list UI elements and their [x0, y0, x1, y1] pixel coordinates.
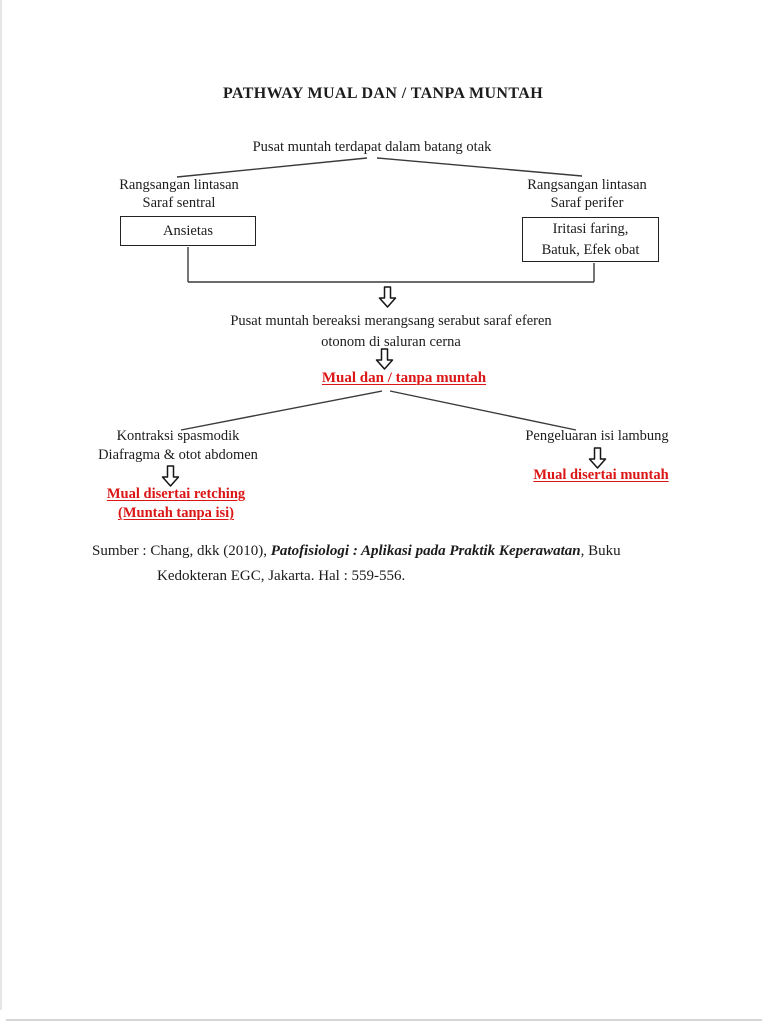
left-result-line2: Diafragma & otot abdomen: [98, 447, 258, 463]
source-citation-line1: Sumber : Chang, dkk (2010), Patofisiolog…: [92, 543, 621, 560]
down-arrow-icon: [161, 465, 180, 487]
left-pathway-line2: Saraf sentral: [142, 195, 216, 211]
scan-edge-left: [0, 0, 2, 1010]
outcome-node: Mual dan / tanpa muntah: [321, 370, 487, 386]
left-result-highlight2: (Muntah tanpa isi): [117, 505, 235, 521]
iritasi-box: Iritasi faring, Batuk, Efek obat: [522, 217, 659, 262]
left-result-label: Kontraksi spasmodik Diafragma & otot abd…: [98, 427, 258, 465]
root-node: Pusat muntah terdapat dalam batang otak: [252, 139, 492, 155]
down-arrow-icon: [375, 348, 394, 370]
right-pathway-label: Rangsangan lintasan Saraf perifer: [527, 176, 647, 212]
source-book-title: Patofisiologi : Aplikasi pada Praktik Ke…: [270, 543, 581, 559]
right-result-highlight: Mual disertai muntah: [533, 467, 669, 483]
source-suffix: , Buku: [580, 543, 621, 559]
merge-node: Pusat muntah bereaksi merangsang serabut…: [230, 311, 551, 352]
down-arrow-icon: [588, 447, 607, 469]
iritasi-line2: Batuk, Efek obat: [541, 241, 640, 258]
merge-line1: Pusat muntah bereaksi merangsang serabut…: [230, 313, 552, 329]
scan-edge-bottom: [6, 1019, 762, 1021]
left-pathway-label: Rangsangan lintasan Saraf sentral: [119, 176, 239, 212]
iritasi-line1: Iritasi faring,: [552, 220, 629, 237]
right-result-label: Pengeluaran isi lambung: [525, 428, 669, 444]
ansietas-box: Ansietas: [120, 216, 256, 246]
source-citation-line2: Kedokteran EGC, Jakarta. Hal : 559-556.: [157, 568, 406, 584]
left-result-line1: Kontraksi spasmodik: [116, 428, 240, 444]
down-arrow-icon: [378, 286, 397, 308]
left-result-highlight: Mual disertai retching (Muntah tanpa isi…: [107, 485, 245, 523]
right-pathway-line2: Saraf perifer: [550, 195, 624, 211]
page-title: PATHWAY MUAL DAN / TANPA MUNTAH: [222, 85, 544, 102]
source-prefix: Sumber : Chang, dkk (2010),: [92, 543, 271, 559]
left-pathway-line1: Rangsangan lintasan: [119, 177, 239, 193]
ansietas-label: Ansietas: [163, 222, 213, 239]
merge-line2: otonom di saluran cerna: [321, 333, 461, 350]
right-pathway-line1: Rangsangan lintasan: [527, 177, 647, 193]
left-result-highlight1: Mual disertai retching: [106, 486, 246, 502]
